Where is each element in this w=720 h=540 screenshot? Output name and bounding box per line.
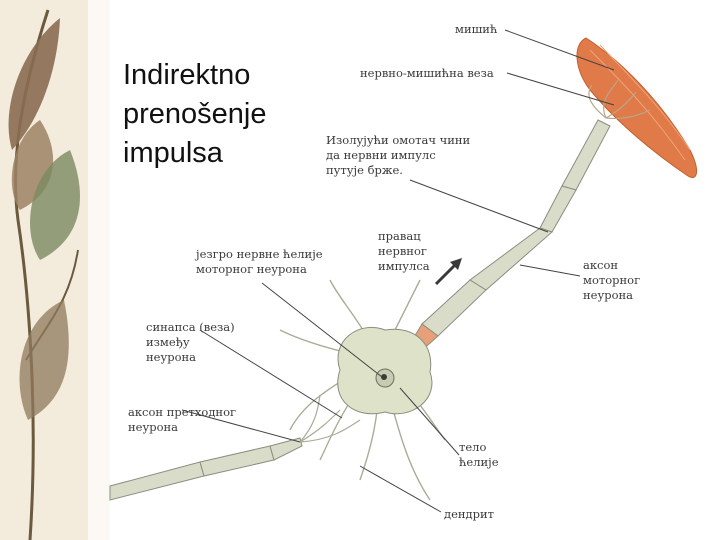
leader-line xyxy=(520,265,580,276)
label-myelin-sheath: Изолујући омотач чини да нервни импулс п… xyxy=(326,133,470,178)
myelin-segment xyxy=(422,280,486,336)
myelin-segment xyxy=(470,228,552,290)
label-dendrite: дендрит xyxy=(444,507,494,522)
label-neuromuscular-junction: нервно-мишићна веза xyxy=(360,66,494,81)
label-motor-neuron-axon: аксон моторног неурона xyxy=(583,258,640,303)
label-previous-neuron-axon: аксон претходног неурона xyxy=(128,405,236,435)
axon-segment xyxy=(540,186,576,232)
label-cell-body: тело ћелије xyxy=(459,440,499,470)
label-muscle: мишић xyxy=(455,22,497,37)
label-motor-neuron-nucleus: језгро нервне ћелије моторног неурона xyxy=(196,247,323,277)
myelin-segment xyxy=(562,120,610,190)
label-synapse: синапса (веза) између неурона xyxy=(146,320,235,365)
leader-line xyxy=(400,388,459,455)
leader-line xyxy=(360,466,441,512)
label-impulse-direction: правац нервног импулса xyxy=(378,229,430,274)
previous-neuron-axon xyxy=(110,438,302,500)
leader-line xyxy=(410,180,548,232)
